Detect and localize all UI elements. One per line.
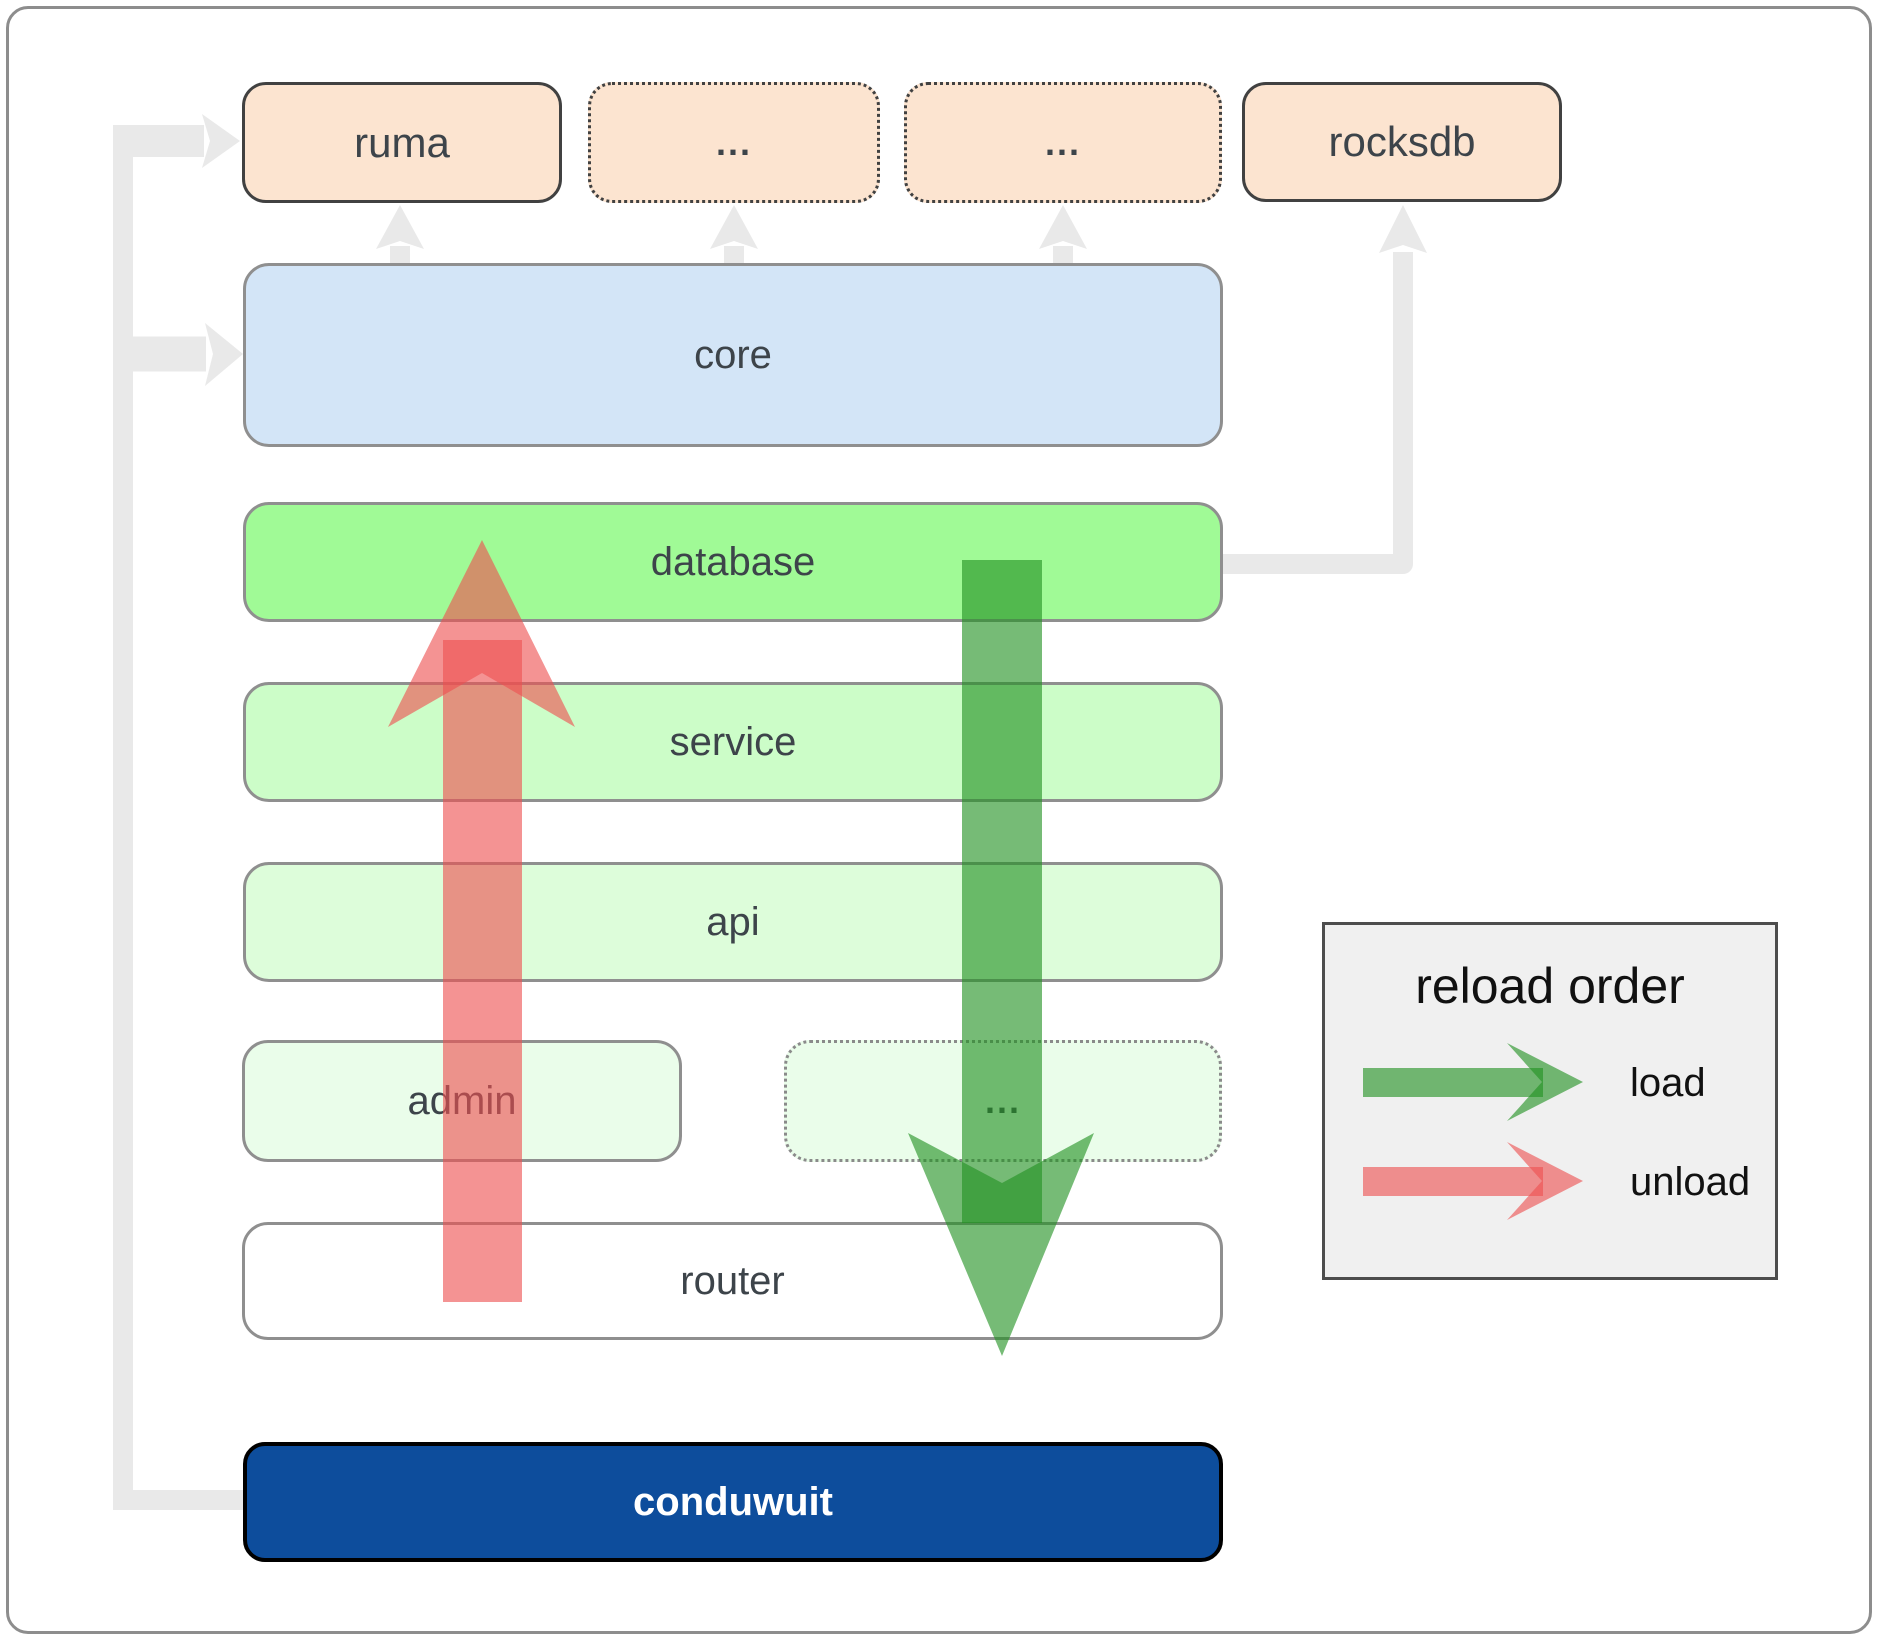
box-api-label: api xyxy=(706,899,760,944)
box-ext-admin: ... xyxy=(784,1040,1222,1162)
box-database: database xyxy=(243,502,1223,622)
box-rocksdb: rocksdb xyxy=(1242,82,1562,202)
box-core: core xyxy=(243,263,1223,447)
box-ruma-label: ruma xyxy=(354,118,450,166)
box-api: api xyxy=(243,862,1223,982)
legend-title: reload order xyxy=(1415,958,1685,1014)
box-database-label: database xyxy=(650,539,816,584)
box-service: service xyxy=(243,682,1223,802)
legend-load-label: load xyxy=(1630,1061,1706,1105)
outer-frame xyxy=(6,6,1872,1634)
box-ext-top-1-label: ... xyxy=(715,121,752,163)
box-admin: admin xyxy=(242,1040,682,1162)
box-core-label: core xyxy=(694,332,772,377)
box-conduwuit-label: conduwuit xyxy=(633,1479,833,1524)
box-ext-admin-label: ... xyxy=(984,1080,1021,1121)
box-conduwuit: conduwuit xyxy=(243,1442,1223,1562)
legend-unload-label: unload xyxy=(1630,1160,1751,1204)
box-router-label: router xyxy=(680,1258,785,1303)
box-ruma: ruma xyxy=(242,82,562,203)
box-admin-label: admin xyxy=(407,1078,517,1123)
legend-reload-order: reload order load unload xyxy=(1322,922,1778,1280)
box-ext-top-1: ... xyxy=(588,82,880,203)
box-rocksdb-label: rocksdb xyxy=(1328,118,1476,165)
box-ext-top-2: ... xyxy=(904,82,1222,203)
box-ext-top-2-label: ... xyxy=(1044,121,1081,163)
box-router: router xyxy=(242,1222,1223,1340)
box-service-label: service xyxy=(669,719,797,764)
